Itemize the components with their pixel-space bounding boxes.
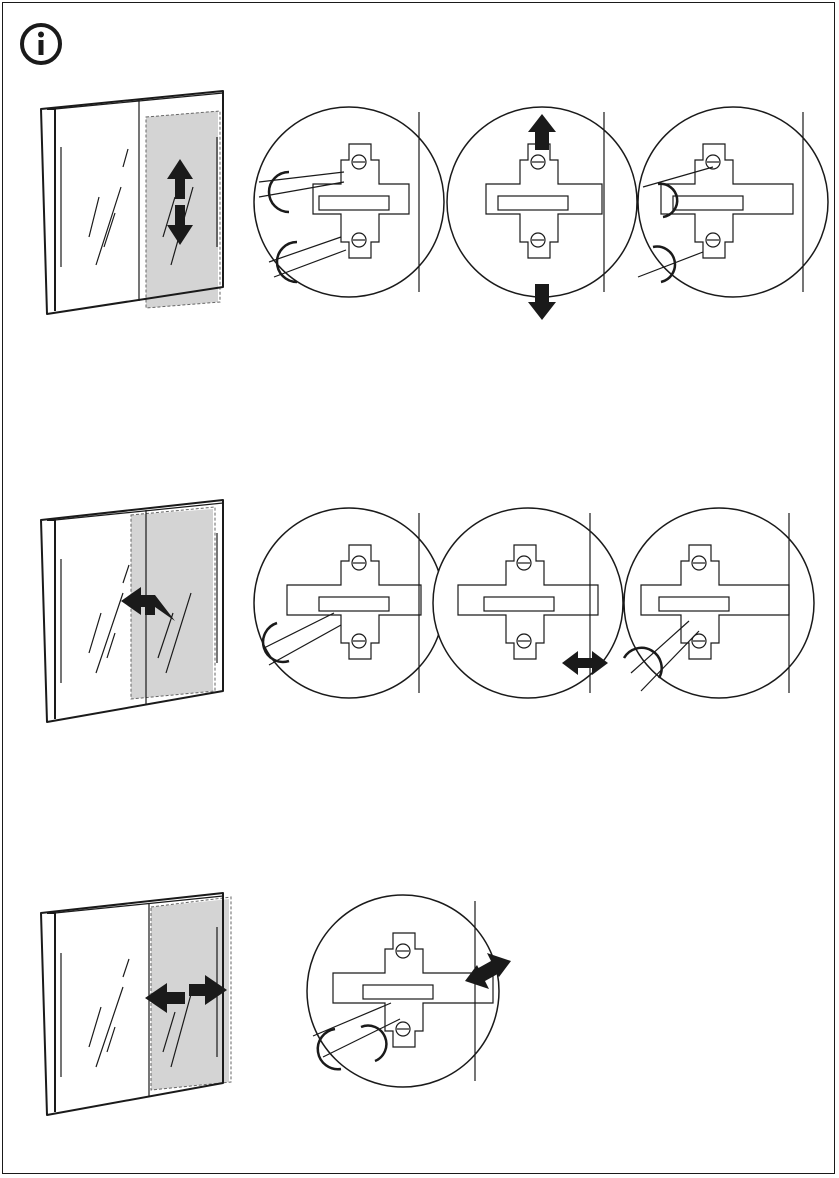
step-lateral-adjustment: [40, 499, 815, 723]
step-vertical-adjustment: [40, 90, 829, 320]
step-depth-adjustment: [40, 892, 511, 1116]
hinge-screwdriver-icon: [306, 894, 511, 1088]
cabinet-door-icon: [40, 90, 224, 315]
cabinet-door-icon: [40, 892, 232, 1116]
hinge-screwdriver-icon: [253, 507, 815, 699]
hinge-screwdriver-icon: [253, 106, 829, 320]
cabinet-door-icon: [40, 499, 224, 723]
left-right-arrow-icon: [145, 975, 227, 1013]
up-down-arrow-icon: [167, 159, 193, 245]
left-right-arrow-icon: [121, 587, 175, 621]
info-circle-icon: i: [20, 23, 62, 65]
